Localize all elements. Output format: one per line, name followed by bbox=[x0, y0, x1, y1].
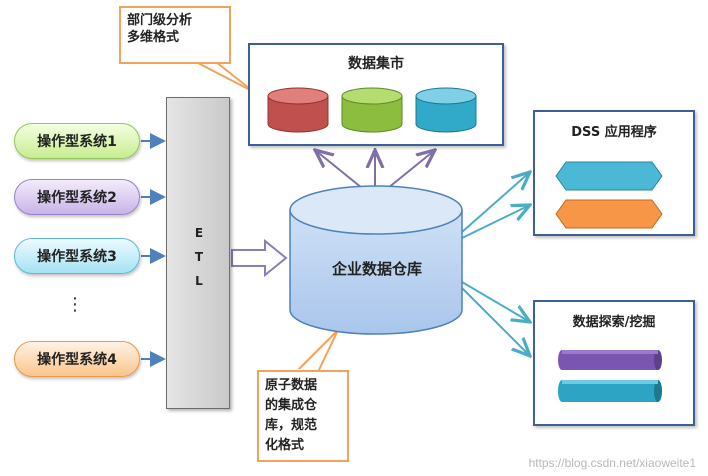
callout-top-line-2: 多维格式 bbox=[127, 30, 180, 45]
callout-bottom-line-1: 原子数据 bbox=[265, 378, 318, 393]
dss-app-box: DSS 应用程序 bbox=[533, 110, 695, 236]
callout-bottom-line-2: 的集成仓 bbox=[265, 398, 318, 413]
callout-top-tail bbox=[195, 61, 255, 93]
source-system-2: 操作型系统2 bbox=[14, 179, 140, 215]
warehouse-label: 企业数据仓库 bbox=[331, 260, 422, 278]
callout-bottom-line-3: 库，规范 bbox=[265, 418, 318, 433]
arrow-warehouse-to-mining-2 bbox=[461, 287, 530, 356]
source-system-4: 操作型系统4 bbox=[14, 341, 140, 377]
arrow-etl-to-warehouse bbox=[231, 238, 288, 278]
ellipsis-dots: ⋮ bbox=[66, 294, 84, 315]
callout-bottom-line-4: 化格式 bbox=[265, 438, 305, 453]
callout-atomic-data: 原子数据 的集成仓 库，规范 化格式 bbox=[257, 370, 349, 462]
mining-title: 数据探索/挖掘 bbox=[572, 315, 656, 330]
warehouse-cylinder bbox=[289, 185, 463, 335]
data-mart-box: 数据集市 bbox=[248, 43, 504, 146]
arrow-warehouse-to-mart-right bbox=[387, 150, 435, 189]
arrow-warehouse-to-dss-2 bbox=[461, 205, 530, 239]
callout-top-line-1: 部门级分析 bbox=[127, 13, 193, 28]
etl-column: E T L bbox=[166, 97, 230, 409]
source-system-3: 操作型系统3 bbox=[14, 238, 140, 274]
dss-title: DSS 应用程序 bbox=[571, 125, 657, 140]
etl-letter-l: L bbox=[195, 274, 203, 288]
callout-bottom-tail bbox=[295, 329, 339, 373]
data-mining-box: 数据探索/挖掘 bbox=[533, 300, 695, 426]
arrow-warehouse-to-mining-1 bbox=[461, 281, 530, 322]
etl-letter-e: E bbox=[194, 226, 204, 240]
arrow-warehouse-to-mart-left bbox=[315, 150, 363, 189]
data-mart-title: 数据集市 bbox=[348, 56, 404, 72]
arrow-warehouse-to-dss-1 bbox=[461, 172, 530, 233]
source-system-1: 操作型系统1 bbox=[14, 123, 140, 159]
watermark-url: https://blog.csdn.net/xiaoweite1 bbox=[528, 456, 696, 470]
etl-letter-t: T bbox=[194, 250, 204, 264]
callout-department-analysis: 部门级分析 多维格式 bbox=[119, 6, 231, 64]
